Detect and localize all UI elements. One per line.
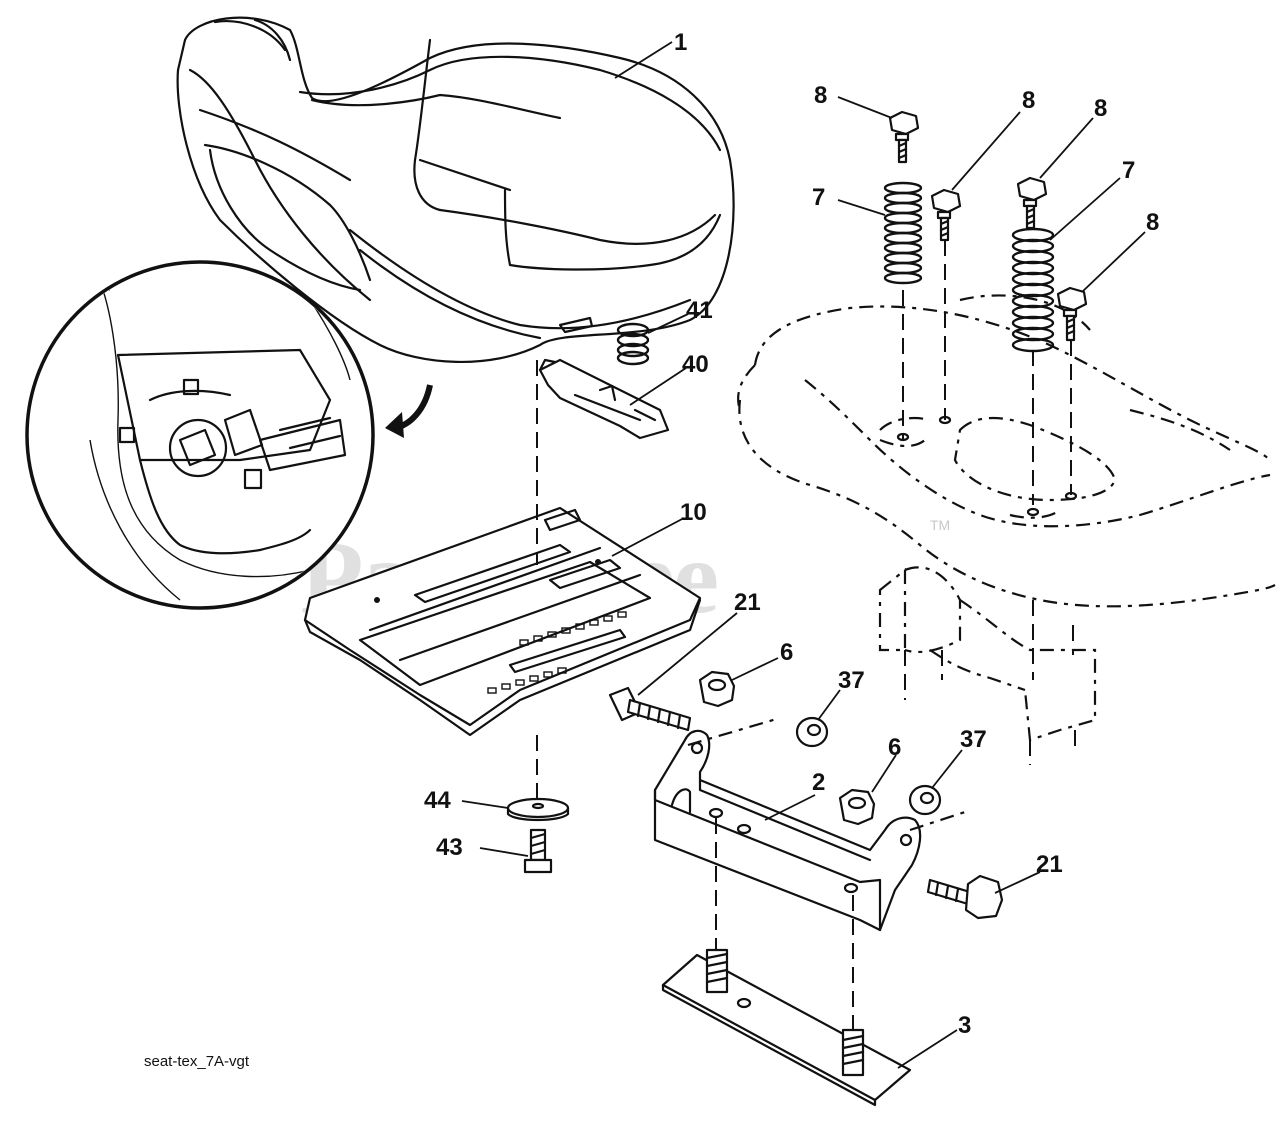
spring-41[interactable] <box>616 322 650 366</box>
diagram-caption: seat-tex_7A-vgt <box>144 1053 250 1070</box>
callout-10[interactable]: 10 <box>680 499 707 526</box>
align-line-2 <box>909 810 966 832</box>
leader-21-left <box>637 612 738 696</box>
watermark-tm: TM <box>930 517 950 533</box>
plate-3[interactable] <box>661 948 912 1107</box>
callout-2[interactable]: 2 <box>812 769 825 796</box>
clip-40[interactable] <box>538 358 670 440</box>
callout-37-right[interactable]: 37 <box>960 726 987 753</box>
leader-10 <box>611 517 685 557</box>
leader-37-left <box>817 689 841 721</box>
leader-41 <box>647 313 689 334</box>
seat-pan-10[interactable] <box>303 506 702 737</box>
detail-inset <box>25 260 433 610</box>
leader-43 <box>479 847 529 857</box>
bolt-8-a[interactable] <box>888 110 920 164</box>
fender-outline <box>737 294 1276 608</box>
spring-7-left[interactable] <box>883 181 923 285</box>
leader-8-b <box>951 111 1021 191</box>
fender-hole <box>938 415 952 425</box>
callout-6-right[interactable]: 6 <box>888 734 901 761</box>
callout-21-right[interactable]: 21 <box>1036 851 1063 878</box>
callout-6-left[interactable]: 6 <box>780 639 793 666</box>
leader-44 <box>461 800 509 809</box>
leader-40 <box>629 367 687 406</box>
callout-43[interactable]: 43 <box>436 834 463 861</box>
leader-8-a <box>837 96 893 119</box>
leader-6-right <box>871 754 897 793</box>
callout-1[interactable]: 1 <box>674 29 687 56</box>
callout-7-right[interactable]: 7 <box>1122 157 1135 184</box>
callout-8-c[interactable]: 8 <box>1094 95 1107 122</box>
callout-40[interactable]: 40 <box>682 351 709 378</box>
leader-8-c <box>1039 117 1094 179</box>
fender-hole <box>896 432 910 442</box>
bolt-21-left[interactable] <box>608 686 692 732</box>
leader-37-right <box>931 749 963 789</box>
callout-7-left[interactable]: 7 <box>812 184 825 211</box>
nut-6-left[interactable] <box>698 670 736 708</box>
callout-8-d[interactable]: 8 <box>1146 209 1159 236</box>
bolt-21-right[interactable] <box>926 874 1004 920</box>
nut-6-right[interactable] <box>838 788 876 826</box>
nut-37-left[interactable] <box>795 716 829 748</box>
leader-8-d <box>1081 231 1146 293</box>
fender-hole <box>1064 491 1078 501</box>
bolt-8-b[interactable] <box>930 188 962 242</box>
leader-2 <box>764 794 816 821</box>
leader-1 <box>614 41 673 79</box>
leader-3 <box>897 1029 958 1069</box>
leader-7-right <box>1049 177 1121 241</box>
bracket-2[interactable] <box>653 729 922 932</box>
spring-7-right[interactable] <box>1011 227 1055 353</box>
callout-41[interactable]: 41 <box>686 297 713 324</box>
seat-pan-holes <box>487 611 627 694</box>
leader-7-left <box>837 199 886 216</box>
fender-hole <box>1026 507 1040 517</box>
nut-37-right[interactable] <box>908 784 942 816</box>
callout-8-b[interactable]: 8 <box>1022 87 1035 114</box>
bolt-43[interactable] <box>523 828 553 874</box>
bolt-8-d[interactable] <box>1056 286 1088 342</box>
washer-44[interactable] <box>506 797 570 822</box>
leader-6-left <box>731 657 779 681</box>
fender-support-bracket <box>878 566 1097 765</box>
callout-44[interactable]: 44 <box>424 787 451 814</box>
callout-3[interactable]: 3 <box>958 1012 971 1039</box>
callout-21-left[interactable]: 21 <box>734 589 761 616</box>
bolt-8-c[interactable] <box>1016 176 1048 230</box>
leader-21-right <box>994 871 1041 894</box>
callout-8-a[interactable]: 8 <box>814 82 827 109</box>
callout-37-left[interactable]: 37 <box>838 667 865 694</box>
seat[interactable] <box>176 16 735 363</box>
